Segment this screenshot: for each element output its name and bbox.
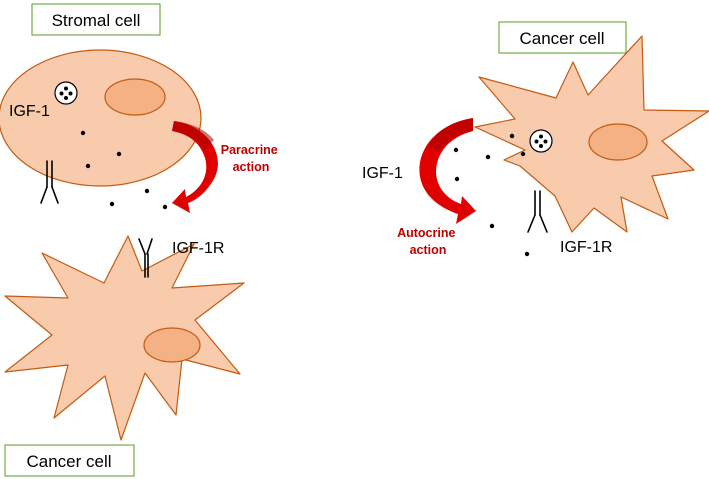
igf1-right-label: IGF-1 [362,165,403,182]
cancer-cell-bottom-label: Cancer cell [26,452,111,471]
ligand-dot [144,188,150,194]
ligand-dot [109,201,115,207]
ligand-dot [454,176,460,182]
cancer-cell-bottom-body [4,235,245,441]
cancer-cell-top [474,35,709,233]
autocrine-action-label: Autocrine action [397,226,459,257]
cancer-cell-top-nucleus [588,123,648,161]
ligand-dot [509,133,515,139]
paracrine-arrow [172,121,218,213]
paracrine-action-label: Paracrine action [221,143,281,174]
stromal-cell-label: Stromal cell [52,11,141,30]
stromal-cell-nucleus [104,78,166,116]
y-shaped-receptor-icon [40,160,59,204]
label-box-cancer-cell-top: Cancer cell [498,21,627,54]
ligand-dot [520,151,526,157]
y-shaped-receptor-icon [527,190,548,233]
cancer-cell-bottom-nucleus [143,327,201,363]
cancer-cell-bottom-label-box: Cancer cell [4,444,135,477]
cancer-cell-top-label: Cancer cell [519,29,604,48]
autocrine-line-2: action [410,243,447,257]
igf1-left-label: IGF-1 [9,103,50,120]
stromal-cell-label-box: Stromal cell [31,3,161,36]
paracrine-line-2: action [233,160,270,174]
autocrine-line-1: Autocrine [397,226,455,240]
igf1r-left-label: IGF-1R [172,240,224,257]
igf1r-right-label: IGF-1R [560,239,612,256]
ligand-dot [453,147,459,153]
granule-vesicle-icon [529,129,553,153]
ligand-dot [485,154,491,160]
cancer-cell-bottom [4,235,245,441]
ligand-dot [524,251,530,257]
stromal-cell [0,49,202,187]
ligand-dot [489,223,495,229]
ligand-dot [80,130,86,136]
granule-vesicle-icon [54,81,78,105]
ligand-dot [85,163,91,169]
paracrine-line-1: Paracrine [221,143,278,157]
y-shaped-receptor-icon [138,238,153,278]
ligand-dot [162,204,168,210]
autocrine-arrow [419,118,476,224]
ligand-dot [116,151,122,157]
